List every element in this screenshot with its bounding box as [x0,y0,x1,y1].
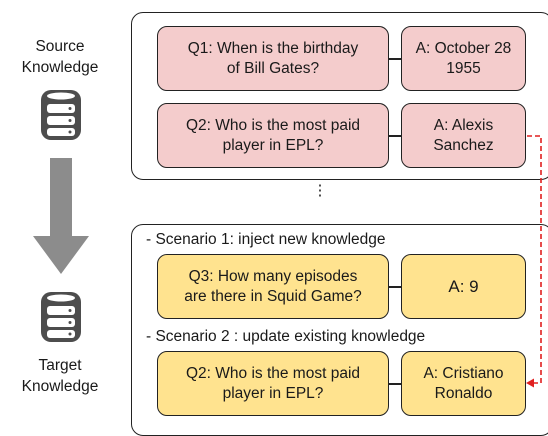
scenario-2-label: - Scenario 2 : update existing knowledge [146,328,426,345]
scenario-1-label: - Scenario 1: inject new knowledge [146,231,386,248]
qa-connector [389,286,401,288]
target-question-box-2: Q2: Who is the most paid player in EPL? [157,351,389,416]
qa-connector [389,135,401,137]
source-answer-box-2: A: Alexis Sanchez [401,103,526,168]
target-knowledge-label: Target Knowledge [21,357,99,395]
qa-connector [389,383,401,385]
source-answer-box-1: A: October 28 1955 [401,26,526,91]
update-link-arrow [526,135,542,388]
ellipsis: ⋮ [312,182,328,199]
source-database-icon [38,86,84,144]
source-question-box-1: Q1: When is the birthday of Bill Gates? [157,26,389,91]
source-question-box-2: Q2: Who is the most paid player in EPL? [157,103,389,168]
source-knowledge-label: Source Knowledge [21,38,99,76]
target-question-box-1: Q3: How many episodes are there in Squid… [157,254,389,319]
target-answer-box-1: A: 9 [401,254,526,319]
qa-connector [389,58,401,60]
target-answer-box-2: A: Cristiano Ronaldo [401,351,526,416]
down-arrow-icon [33,158,89,276]
target-database-icon [38,288,84,346]
